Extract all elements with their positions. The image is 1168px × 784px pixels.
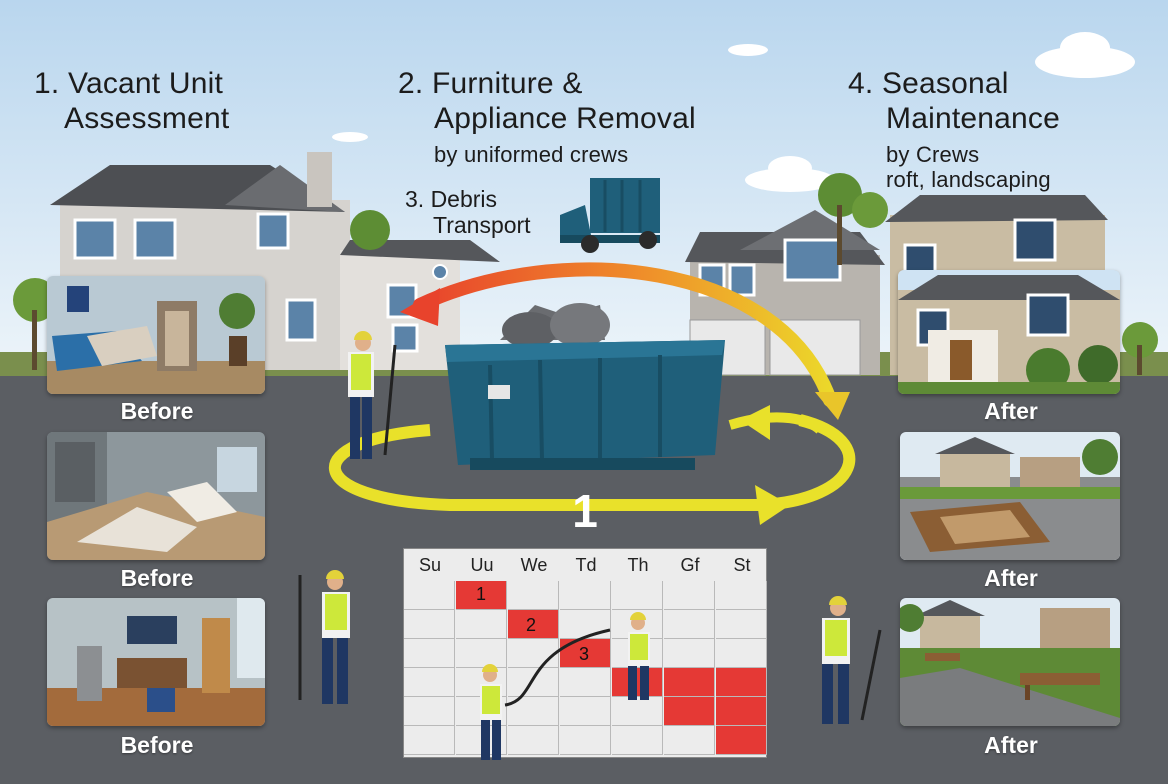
calendar-cell (456, 668, 507, 697)
schedule-calendar: Su Uu We Td Th Gf St 1 2 3 (403, 548, 767, 758)
calendar-cell (612, 668, 663, 697)
calendar-cell (716, 726, 767, 755)
calendar-grid (404, 581, 767, 757)
calendar-cell (716, 697, 767, 726)
calendar-day-su: Su (418, 555, 442, 575)
calendar-cell (404, 697, 455, 726)
calendar-cell (456, 639, 507, 668)
calendar-cell (716, 581, 767, 610)
step2-subtitle: by uniformed crews (434, 142, 629, 167)
calendar-cell (560, 668, 611, 697)
calendar-cell (560, 581, 611, 610)
step4-title-line1: 4. Seasonal (848, 67, 1009, 100)
removal-arrow (413, 262, 837, 407)
calendar-cell (612, 639, 663, 668)
step4-subtitle-line1: by Crews (886, 142, 980, 167)
calendar-cell (508, 639, 559, 668)
step3-title-line2: Transport (433, 212, 531, 239)
calendar-cell (664, 639, 715, 668)
left-house (50, 152, 500, 370)
loop-arrowhead-top (815, 392, 850, 420)
calendar-cell (560, 610, 611, 639)
cloud-shape (332, 32, 1135, 192)
calendar-cell (404, 726, 455, 755)
after-photo-yard (900, 432, 1120, 560)
step2-title-line2: Appliance Removal (434, 101, 696, 135)
calendar-cell (560, 726, 611, 755)
calendar-cell (404, 610, 455, 639)
after-caption-2: After (984, 565, 1038, 591)
after-caption-3: After (984, 732, 1038, 758)
calendar-day-gf: Gf (680, 555, 700, 575)
step3-heading: 3. Debris Transport (405, 186, 531, 239)
calendar-cell (716, 668, 767, 697)
step2-heading: 2. Furniture & Appliance Removal by unif… (398, 67, 696, 167)
removal-arrowhead (400, 288, 440, 326)
calendar-day-st: St (733, 555, 751, 575)
calendar-cell (456, 610, 507, 639)
calendar-cell (612, 697, 663, 726)
calendar-marker-2: 2 (526, 615, 537, 635)
calendar-day-td: Td (575, 555, 597, 575)
after-caption-1: After (984, 398, 1038, 424)
before-photo-office (47, 598, 265, 726)
calendar-cell (404, 668, 455, 697)
before-caption-1: Before (120, 398, 194, 424)
step4-title-line2: Maintenance (886, 101, 1060, 135)
calendar-day-uu: Uu (470, 555, 494, 575)
step1-heading: 1. Vacant Unit Assessment (34, 67, 229, 136)
before-caption-3: Before (120, 732, 194, 758)
cycle-number-label: 1 (572, 485, 598, 537)
calendar-cell (456, 697, 507, 726)
calendar-marker-3: 3 (579, 644, 590, 664)
step4-subtitle-line2: roft, landscaping (886, 167, 1051, 193)
calendar-cell (664, 726, 715, 755)
calendar-cell (664, 610, 715, 639)
calendar-cell (508, 697, 559, 726)
calendar-cell (716, 610, 767, 639)
after-photo-house (898, 270, 1120, 394)
calendar-marker-1: 1 (476, 584, 487, 604)
calendar-cell (508, 581, 559, 610)
step4-heading: 4. Seasonal Maintenance by Crews roft, l… (848, 67, 1060, 193)
loop-arrow (328, 414, 856, 511)
before-photo-living-room (47, 276, 265, 394)
truck (560, 178, 660, 253)
calendar-day-th: Th (627, 555, 649, 575)
calendar-cell (456, 581, 507, 610)
step1-title-line1: 1. Vacant Unit (34, 67, 224, 100)
calendar-cell (404, 581, 455, 610)
calendar-cell (612, 610, 663, 639)
step1-title-line2: Assessment (64, 101, 230, 135)
step3-title-line1: 3. Debris (405, 186, 498, 212)
before-caption-2: Before (120, 565, 194, 591)
before-photo-kitchen (47, 432, 265, 560)
calendar-cell (508, 668, 559, 697)
calendar-cell (612, 581, 663, 610)
calendar-cell (716, 639, 767, 668)
calendar-day-we: We (520, 555, 548, 575)
after-photo-park (900, 598, 1120, 726)
calendar-cell (560, 697, 611, 726)
calendar-cell (612, 726, 663, 755)
calendar-cell (456, 726, 507, 755)
calendar-cell (404, 639, 455, 668)
step2-title-line1: 2. Furniture & (398, 67, 583, 100)
calendar-cell (664, 697, 715, 726)
dumpster (445, 303, 725, 470)
calendar-cell (508, 726, 559, 755)
loop-arrowhead-bottom (755, 485, 790, 525)
calendar-cell (664, 581, 715, 610)
calendar-cell (664, 668, 715, 697)
